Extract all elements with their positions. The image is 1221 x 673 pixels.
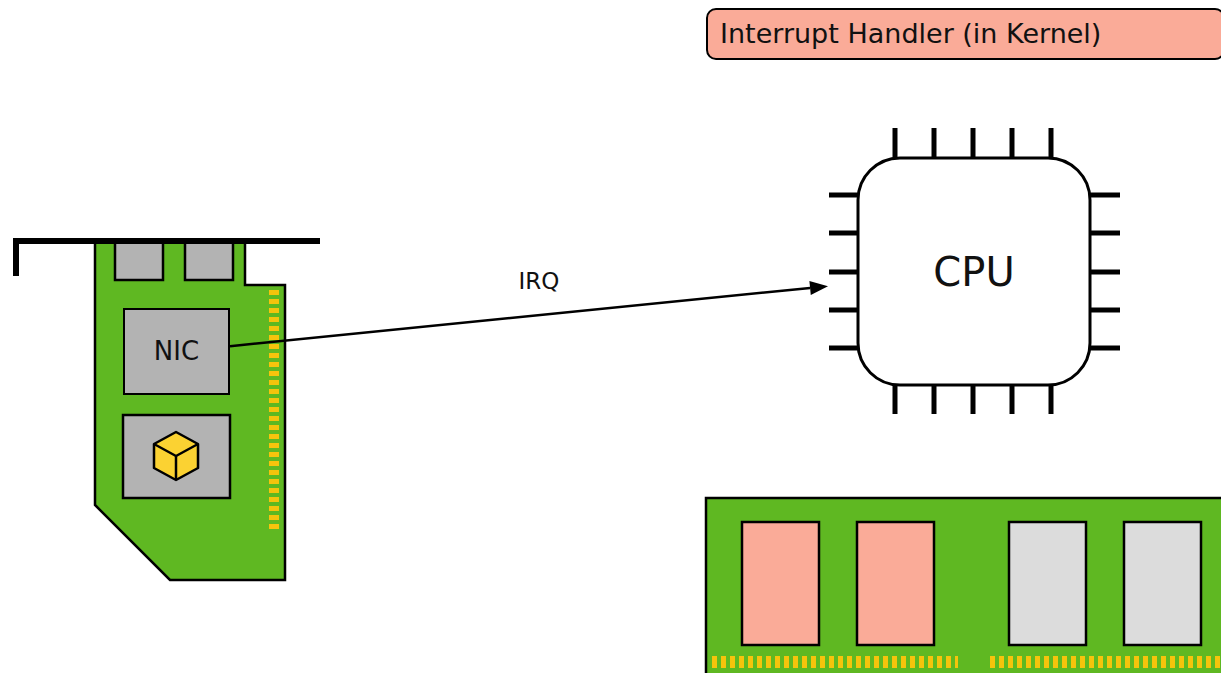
nic-chip: NIC [123,308,230,395]
kernel-handler-box: Interrupt Handler (in Kernel) [706,8,1221,60]
ram-module [706,498,1221,673]
port [185,240,233,280]
memory-chip [1124,522,1201,645]
port [115,240,163,280]
card-board [95,240,285,580]
card-bracket [16,241,320,276]
memory-chip [857,522,934,645]
cube-icon [154,432,198,480]
memory-chip [742,522,819,645]
signal-label: IRQ [519,269,560,294]
card-pins [269,290,279,530]
ram-board [706,498,1221,673]
node-label: NIC [154,337,199,366]
arrowhead [809,281,828,295]
ram-pins [712,656,958,668]
memory-chip [1009,522,1086,645]
ram-pins [990,656,1221,668]
chip [123,415,230,498]
network-card [16,240,320,580]
node-label: Interrupt Handler (in Kernel) [720,19,1101,49]
node-label: CPU [933,250,1014,294]
cpu-pins [829,128,1120,414]
cpu-chip: CPU [828,128,1120,415]
connector-line [230,288,810,346]
